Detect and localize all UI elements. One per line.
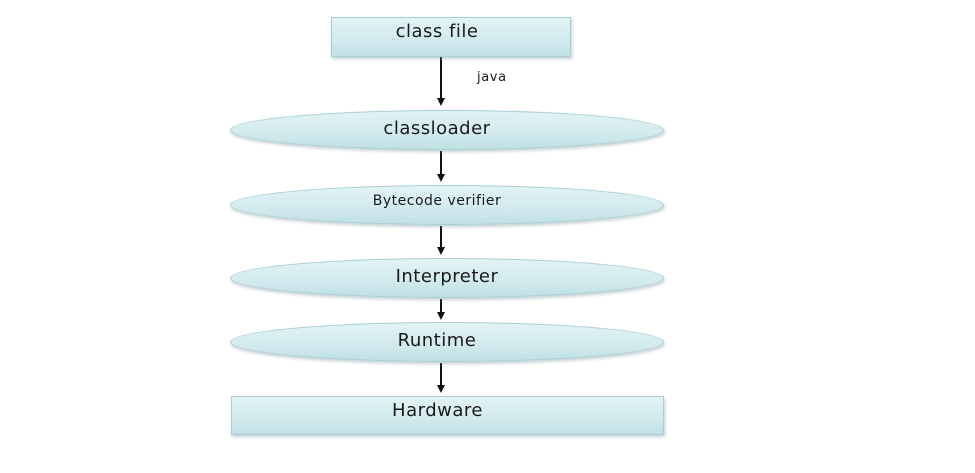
node-hardware-label: Hardware — [392, 400, 483, 421]
node-class-file-label: class file — [395, 20, 479, 42]
node-interpreter: Interpreter — [230, 258, 664, 298]
node-bytecode-verifier-label: Bytecode verifier — [372, 193, 502, 209]
edge-label-java: java — [477, 70, 507, 85]
node-hardware: Hardware — [231, 396, 664, 435]
node-runtime: Runtime — [230, 322, 664, 362]
node-classloader-label: classloader — [383, 117, 491, 139]
node-class-file: class file — [331, 17, 571, 57]
node-interpreter-label: Interpreter — [395, 265, 499, 287]
node-classloader: classloader — [230, 110, 664, 150]
node-bytecode-verifier: Bytecode verifier — [230, 185, 664, 225]
node-runtime-label: Runtime — [397, 329, 477, 351]
